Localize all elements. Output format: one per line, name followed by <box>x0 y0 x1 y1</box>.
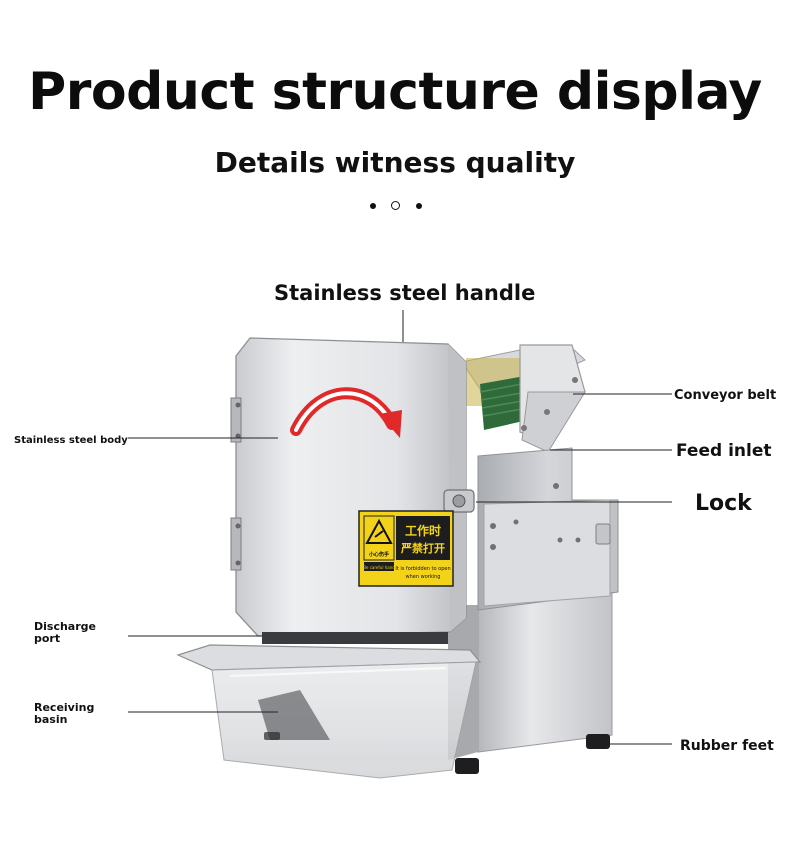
label-rubber-feet: Rubber feet <box>680 738 774 754</box>
panel-bolt <box>575 537 581 543</box>
hinge-bolt <box>235 433 241 439</box>
hinge <box>230 517 242 571</box>
basin-highlight <box>229 667 447 677</box>
rotation-arrow-inner <box>294 391 394 432</box>
hinge-bolt <box>235 523 241 529</box>
sticker-en-small: Be careful hand <box>363 565 395 570</box>
decorative-dots <box>366 200 426 212</box>
panel-bolt <box>490 523 496 529</box>
label-stainless-steel-handle: Stainless steel handle <box>274 281 536 305</box>
label-feed-inlet: Feed inlet <box>676 441 772 461</box>
label-stainless-steel-body: Stainless steel body <box>14 435 128 446</box>
panel-bolt <box>490 544 496 550</box>
dot <box>416 203 422 209</box>
page-title: Product structure display <box>28 62 762 122</box>
hinge-bolt <box>235 402 241 408</box>
sticker-cn-2: 严禁打开 <box>400 541 445 555</box>
page-subtitle: Details witness quality <box>214 146 576 179</box>
feed-hopper-lip <box>521 391 586 453</box>
panel-bolt <box>553 483 559 489</box>
rubber-foot <box>586 734 610 749</box>
sticker-en-1: It is forbidden to open <box>395 566 450 572</box>
front-door-edge <box>448 344 466 632</box>
lower-cabinet <box>477 589 613 753</box>
label-receiving-basin: Receiving basin <box>34 701 95 726</box>
rotation-arrow-head <box>379 410 402 438</box>
label-discharge-port: Discharge port <box>34 620 96 645</box>
rubber-foot <box>455 758 479 774</box>
receiving-basin <box>211 661 477 779</box>
hopper-bolt <box>521 425 527 431</box>
hinge-bolt <box>235 560 241 566</box>
warning-sticker: 工作时 严禁打开 小心伤手 Be careful hand It is forb… <box>358 510 454 587</box>
front-door <box>235 337 467 637</box>
hopper-bolt <box>572 377 578 383</box>
sticker-cn-1: 工作时 <box>405 523 441 538</box>
dot <box>370 203 376 209</box>
conveyor-belt-ridges <box>479 382 529 417</box>
sticker-cn-small: 小心伤手 <box>369 551 389 558</box>
hinge <box>230 397 242 443</box>
panel-bolt <box>513 519 519 525</box>
rubber-foot <box>264 732 280 740</box>
label-conveyor-belt: Conveyor belt <box>674 388 777 403</box>
label-lock: Lock <box>695 491 752 516</box>
basin-shadow <box>258 690 330 740</box>
hopper-bolt <box>544 409 550 415</box>
side-panel <box>483 499 611 607</box>
side-latch <box>595 523 611 545</box>
lock-knob <box>452 494 466 508</box>
discharge-port <box>262 632 448 644</box>
panel-bolt <box>557 537 563 543</box>
sticker-en-2: when working <box>406 574 441 580</box>
dot-ring <box>391 201 400 210</box>
